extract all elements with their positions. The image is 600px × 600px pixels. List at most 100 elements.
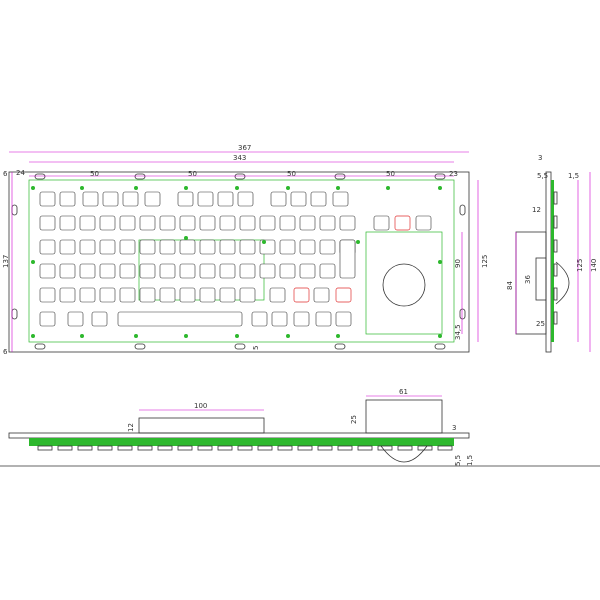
key — [239, 287, 256, 303]
key — [59, 239, 76, 255]
side-key-bump — [553, 263, 558, 277]
mounting-slot — [459, 204, 466, 216]
bottom-dim-61-label: 61 — [399, 388, 408, 396]
mounting-slot — [334, 343, 346, 350]
key — [239, 239, 256, 255]
key — [144, 191, 161, 207]
mounting-slots-bottom — [34, 343, 446, 350]
bottom-key-bump — [237, 445, 253, 451]
side-dim-1-5: 1,5 — [568, 172, 579, 180]
side-key-bump — [553, 311, 558, 325]
key — [119, 239, 136, 255]
side-dim-12: 12 — [532, 206, 541, 214]
key — [299, 263, 316, 279]
bottom-faceplate — [8, 432, 470, 439]
bottom-key-bump — [37, 445, 53, 451]
side-view: 3 5,5 1,5 12 125 140 84 36 25 — [506, 154, 598, 353]
key — [251, 311, 268, 327]
key-highlight — [335, 287, 352, 303]
key — [279, 263, 296, 279]
bottom-key-bump — [257, 445, 273, 451]
pcb-mount-dot — [80, 334, 84, 338]
key — [219, 239, 236, 255]
bottom-key-bump — [197, 445, 213, 451]
bottom-view: 100 12 61 25 3 5,5 1,5 — [0, 388, 600, 467]
key — [219, 287, 236, 303]
key-highlight — [293, 287, 310, 303]
side-36-region — [535, 257, 547, 301]
key — [239, 263, 256, 279]
key — [415, 215, 432, 231]
dim-6-top: 6 — [3, 170, 8, 178]
side-dim-5-5: 5,5 — [537, 172, 548, 180]
pcb-mount-dot — [134, 186, 138, 190]
side-dim-25: 25 — [536, 320, 545, 328]
pcb-mount-dot — [134, 334, 138, 338]
mounting-slot — [11, 204, 18, 216]
key — [99, 287, 116, 303]
pcb-mount-dot — [356, 240, 360, 244]
key — [59, 215, 76, 231]
key — [139, 215, 156, 231]
bottom-controller — [138, 417, 265, 434]
pcb-mount-dot — [286, 334, 290, 338]
key — [270, 191, 287, 207]
key — [102, 191, 119, 207]
mounting-slot — [334, 173, 346, 180]
key — [299, 215, 316, 231]
bottom-key-bump — [397, 445, 413, 451]
bottom-key-bumps — [37, 445, 453, 451]
key — [79, 263, 96, 279]
dim-5: 5 — [252, 346, 260, 350]
mounting-slots-top — [34, 173, 446, 180]
pcb-mount-dot — [31, 334, 35, 338]
side-panel — [545, 171, 552, 353]
key — [39, 287, 56, 303]
key — [159, 239, 176, 255]
key — [271, 311, 288, 327]
bottom-key-bump — [77, 445, 93, 451]
key — [179, 263, 196, 279]
bottom-key-bump — [377, 445, 393, 451]
key — [197, 191, 214, 207]
bottom-key-bump — [57, 445, 73, 451]
dim-125: 125 — [481, 255, 489, 268]
bottom-key-bump — [317, 445, 333, 451]
key — [139, 287, 156, 303]
key-tall — [339, 239, 356, 279]
bottom-key-bump — [117, 445, 133, 451]
side-pcb — [551, 180, 554, 342]
key — [39, 191, 56, 207]
bottom-key-bump — [437, 445, 453, 451]
pcb-mount-dot — [31, 260, 35, 264]
side-key-bump — [553, 215, 558, 229]
key — [339, 215, 356, 231]
key — [239, 215, 256, 231]
trackball-area — [365, 231, 443, 335]
pcb-mount-dot — [80, 186, 84, 190]
side-key-bump — [553, 191, 558, 205]
bottom-key-bump — [277, 445, 293, 451]
key — [159, 263, 176, 279]
key — [82, 191, 99, 207]
key — [79, 287, 96, 303]
mounting-slot — [434, 173, 446, 180]
bottom-key-bump — [97, 445, 113, 451]
side-key-bump — [553, 287, 558, 301]
bottom-dim-12: 12 — [127, 423, 135, 432]
key — [199, 287, 216, 303]
dim-50-a: 50 — [90, 170, 99, 178]
side-dim-3: 3 — [538, 154, 542, 162]
mounting-slot — [134, 173, 146, 180]
side-dim-84: 84 — [506, 281, 514, 290]
key — [199, 215, 216, 231]
dim-50-b: 50 — [188, 170, 197, 178]
key — [293, 311, 310, 327]
faceplate-outline — [8, 171, 470, 353]
key — [319, 263, 336, 279]
key — [79, 239, 96, 255]
bottom-key-bump — [177, 445, 193, 451]
key — [59, 287, 76, 303]
pcb-mount-dot — [336, 186, 340, 190]
